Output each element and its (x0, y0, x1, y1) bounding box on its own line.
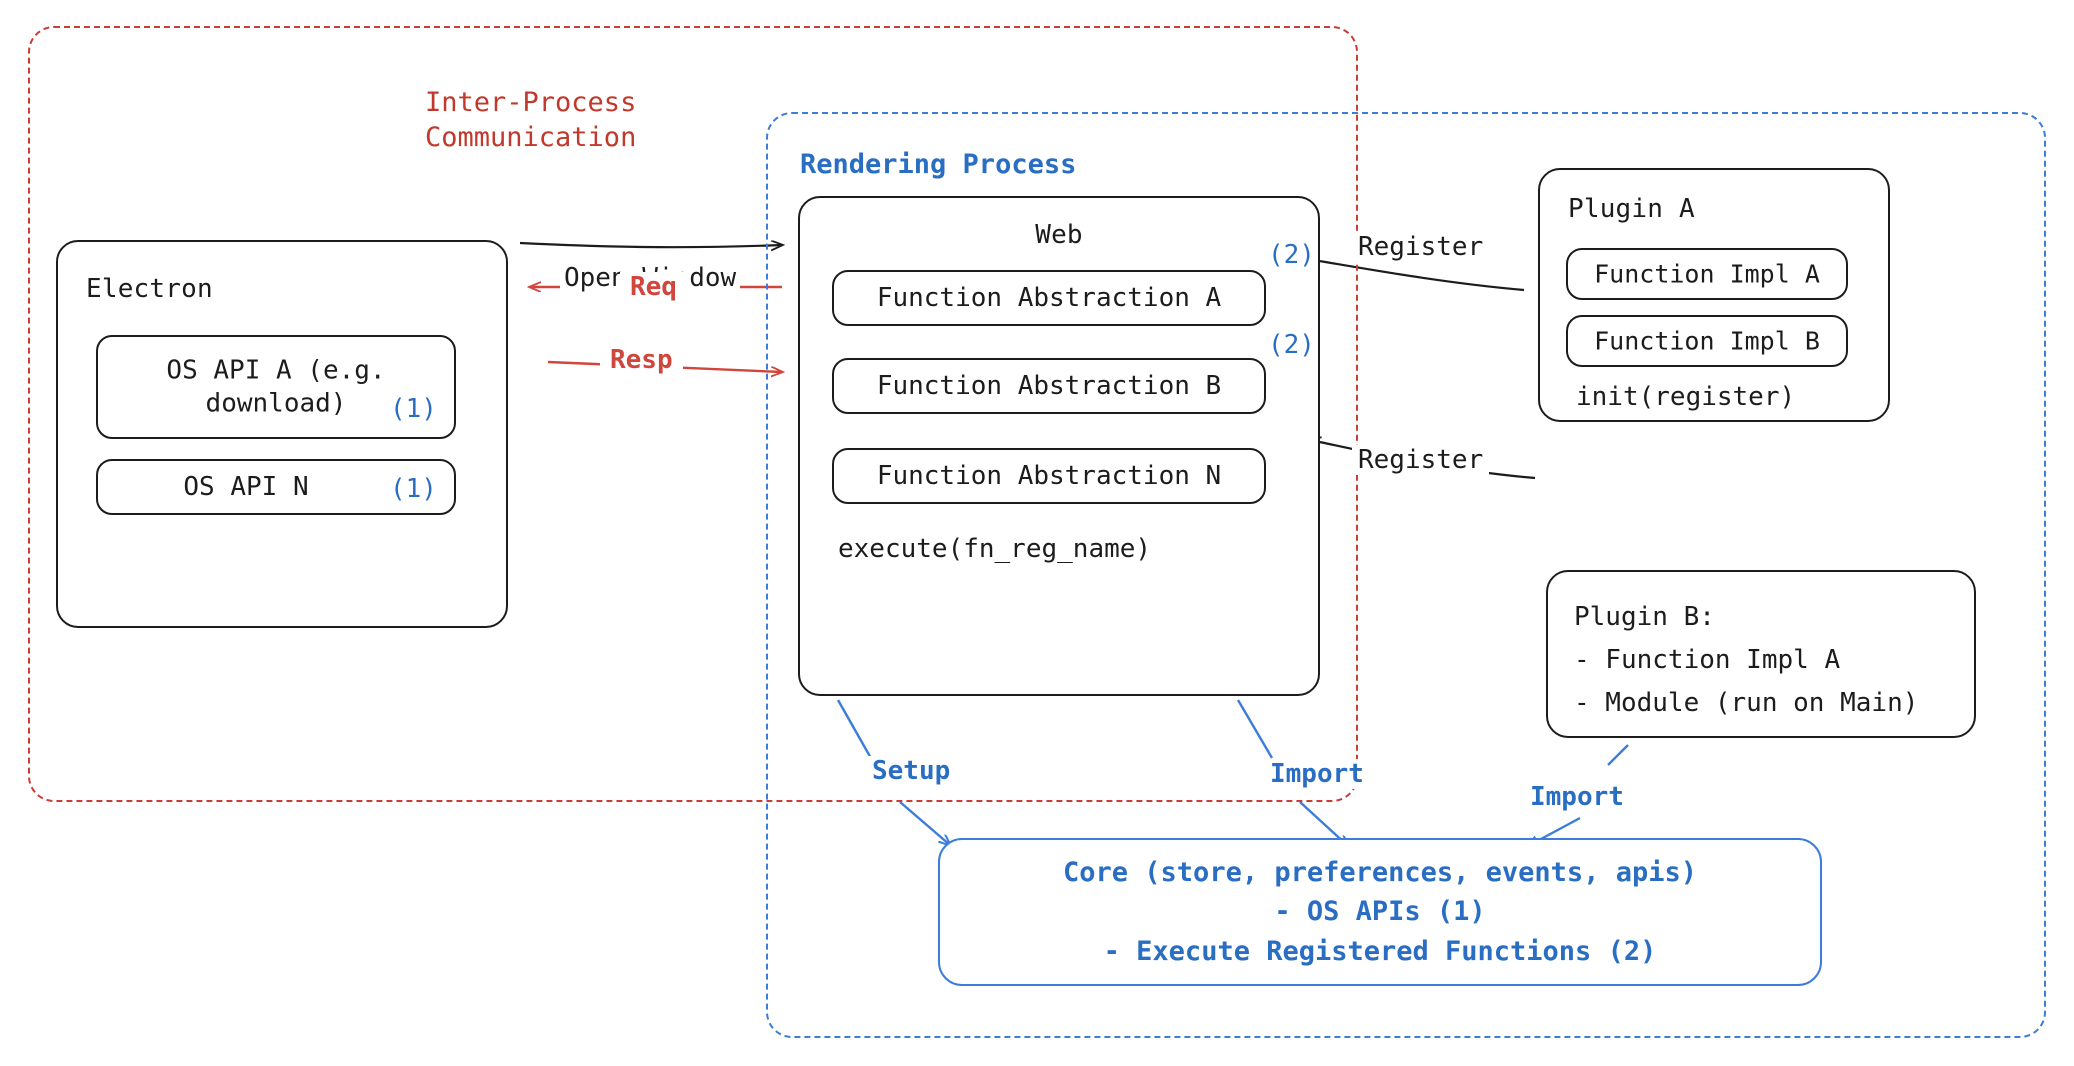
web-execute-label: execute(fn_reg_name) (838, 534, 1152, 564)
web-title: Web (1035, 220, 1083, 250)
function-impl-b-label: Function Impl B (1594, 326, 1820, 356)
function-abstraction-n-box[interactable]: Function Abstraction N (832, 448, 1266, 504)
os-api-n-label: OS API N (183, 472, 309, 502)
function-impl-a-box[interactable]: Function Impl A (1566, 248, 1848, 300)
plugin-a-init-label: init(register) (1576, 382, 1796, 412)
function-abstraction-n-label: Function Abstraction N (876, 461, 1222, 491)
core-line-1: Core (store, preferences, events, apis) (1063, 857, 1697, 889)
plugin-b-box[interactable]: Plugin B: - Function Impl A - Module (ru… (1546, 570, 1976, 738)
edge-label-register-plugin-b: Register (1352, 445, 1490, 475)
os-api-a-box[interactable]: OS API A (e.g. download) (96, 335, 456, 439)
edge-label-resp: Resp (600, 345, 683, 375)
electron-box[interactable]: Electron OS API A (e.g. download) (1) OS… (56, 240, 508, 628)
plugin-a-title: Plugin A (1568, 194, 1695, 224)
rendering-process-label: Rendering Process (800, 149, 1077, 180)
region-inter-process-communication (28, 26, 1358, 802)
plugin-a-box[interactable]: Plugin A Function Impl A Function Impl B… (1538, 168, 1890, 422)
ipc-label: Inter-Process Communication (425, 87, 637, 153)
plugin-b-text: Plugin B: - Function Impl A - Module (ru… (1574, 602, 1919, 718)
function-abstraction-b-box[interactable]: Function Abstraction B (832, 358, 1266, 414)
edge-label-import-plugin-b: Import (1524, 782, 1630, 812)
function-abstraction-a-marker: (2) (1268, 240, 1315, 270)
function-impl-a-label: Function Impl A (1594, 259, 1820, 289)
edge-label-setup: Setup (866, 756, 957, 786)
os-api-a-label: OS API A (e.g. download) (166, 355, 386, 419)
function-abstraction-a-label: Function Abstraction A (876, 283, 1222, 313)
edge-label-register-plugin-a: Register (1352, 232, 1490, 262)
function-abstraction-a-box[interactable]: Function Abstraction A (832, 270, 1266, 326)
core-line-2: - OS APIs (1) (1274, 896, 1486, 928)
function-abstraction-b-marker: (2) (1268, 330, 1315, 360)
edge-label-import-web: Import (1264, 759, 1370, 789)
core-box[interactable]: Core (store, preferences, events, apis) … (938, 838, 1822, 986)
os-api-a-marker: (1) (390, 394, 437, 424)
os-api-n-marker: (1) (390, 474, 437, 504)
web-box[interactable]: Web Function Abstraction A Function Abst… (798, 196, 1320, 696)
os-api-n-box[interactable]: OS API N (96, 459, 456, 515)
electron-title: Electron (86, 274, 213, 304)
function-impl-b-box[interactable]: Function Impl B (1566, 315, 1848, 367)
function-abstraction-b-label: Function Abstraction B (876, 371, 1222, 401)
edge-label-req: Req (620, 272, 687, 302)
core-line-3: - Execute Registered Functions (2) (1103, 935, 1657, 967)
region-rendering-process (766, 112, 2046, 1038)
